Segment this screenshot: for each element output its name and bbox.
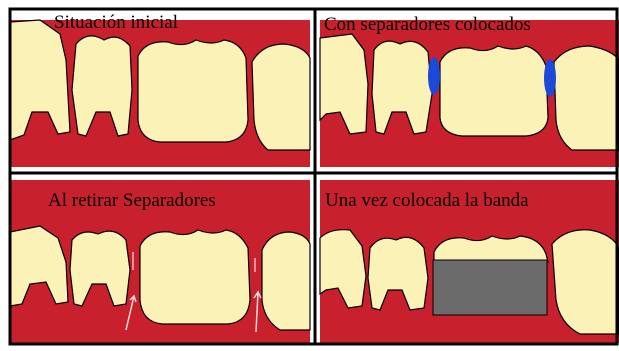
tooth-molar-3 <box>139 229 251 325</box>
separator-right <box>544 59 556 97</box>
tooth-premolar-4 <box>367 236 429 311</box>
tooth-premolar-3 <box>69 230 131 307</box>
panel-removed-teeth <box>9 225 311 331</box>
tooth-right <box>251 43 311 151</box>
tooth-premolar <box>71 35 133 137</box>
panel-band-placed: Una vez colocada la banda <box>319 180 619 343</box>
panel-separators-title: Con separadores colocados <box>324 14 531 35</box>
panel-band-title: Una vez colocada la banda <box>325 190 529 211</box>
panel-initial-situation: Situación inicial <box>9 12 311 167</box>
tooth-left-2 <box>319 33 369 135</box>
tooth-right-3 <box>261 231 311 331</box>
orthodontic-band <box>432 259 548 316</box>
tooth-left <box>9 19 71 141</box>
tooth-premolar-2 <box>371 40 433 135</box>
panel-separators-teeth <box>319 33 619 151</box>
arrow-left <box>125 294 137 331</box>
tooth-left-3 <box>9 225 69 307</box>
tooth-molar-2 <box>439 45 549 137</box>
tooth-right-4 <box>551 229 619 335</box>
panel-initial-teeth <box>9 19 311 151</box>
panel-separators-placed: Con separadores colocados <box>319 14 619 167</box>
tooth-left-4 <box>319 229 367 309</box>
arrows <box>125 290 262 333</box>
separator-left <box>428 57 440 95</box>
panel-removed-title: Al retirar Separadores <box>48 190 216 211</box>
panel-initial-title: Situación inicial <box>54 12 178 33</box>
tooth-molar-4 <box>433 235 549 263</box>
panel-separators-removed: Al retirar Separadores <box>9 180 311 343</box>
gap-marks <box>132 252 256 272</box>
panel-band-teeth <box>319 229 619 335</box>
arrow-right <box>253 290 262 333</box>
tooth-molar <box>137 39 249 143</box>
tooth-right-2 <box>553 45 619 151</box>
panel-borders <box>8 7 619 346</box>
